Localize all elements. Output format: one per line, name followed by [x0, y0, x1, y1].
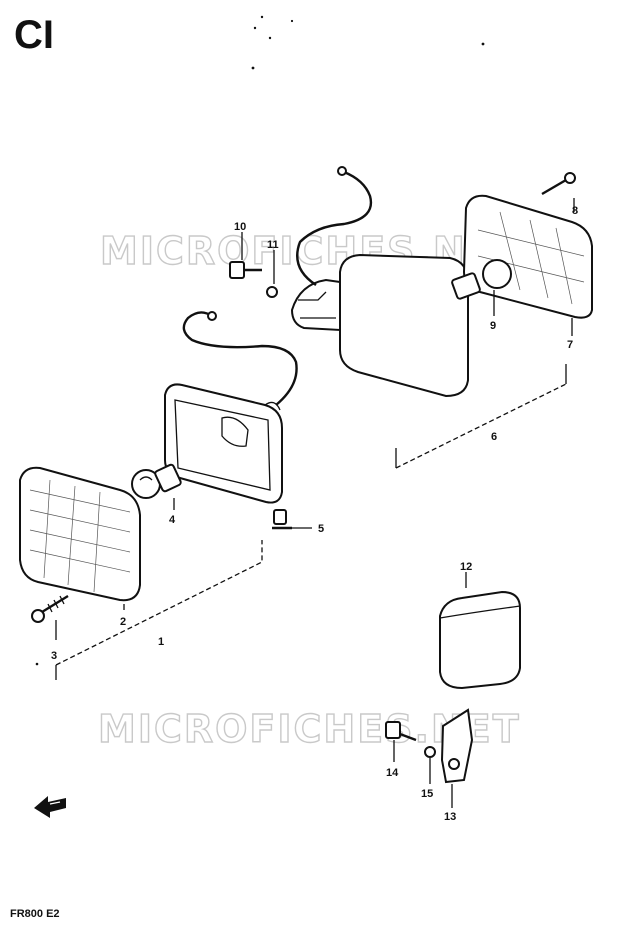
- callout-14: 14: [386, 767, 399, 779]
- callout-4: 4: [169, 514, 176, 526]
- callout-3: 3: [51, 650, 57, 662]
- bulb-left: [131, 463, 182, 499]
- model-code: FR800 E2: [10, 908, 60, 920]
- callout-labels: 1 2 3 4 5 6 7 8 9 10 11 12 13 14 15: [51, 205, 578, 823]
- relay-12: [439, 590, 521, 690]
- callout-13: 13: [444, 811, 456, 823]
- callout-8: 8: [572, 205, 578, 217]
- screw-8: [541, 172, 576, 196]
- callout-2: 2: [120, 616, 126, 628]
- bolt-14: [385, 721, 417, 742]
- callout-12: 12: [460, 561, 472, 573]
- washer-11: [266, 286, 278, 298]
- callout-6: 6: [491, 431, 497, 443]
- callout-5: 5: [318, 523, 324, 535]
- wire-right: [296, 170, 373, 287]
- housing-left: [164, 383, 283, 504]
- wire-terminal: [337, 166, 347, 176]
- callout-11: 11: [267, 239, 279, 251]
- bracket-13: [440, 708, 474, 784]
- scan-specks: [35, 15, 485, 666]
- section-code: CI: [14, 13, 54, 57]
- wire-terminal-left: [207, 311, 217, 321]
- callout-15: 15: [421, 788, 433, 800]
- bolt-10: [229, 261, 262, 279]
- screw-3: [31, 594, 69, 623]
- callout-10: 10: [234, 221, 246, 233]
- callout-1: 1: [158, 636, 164, 648]
- screw-5: [272, 509, 292, 530]
- bulb-9: [451, 259, 512, 300]
- leader-lines: [55, 198, 575, 808]
- cover-6: [290, 253, 469, 398]
- wire-left: [182, 311, 298, 406]
- callout-7: 7: [567, 339, 573, 351]
- callout-9: 9: [490, 320, 496, 332]
- lens-left: [19, 466, 141, 602]
- front-arrow-icon: [34, 796, 66, 818]
- washer-15: [424, 746, 436, 758]
